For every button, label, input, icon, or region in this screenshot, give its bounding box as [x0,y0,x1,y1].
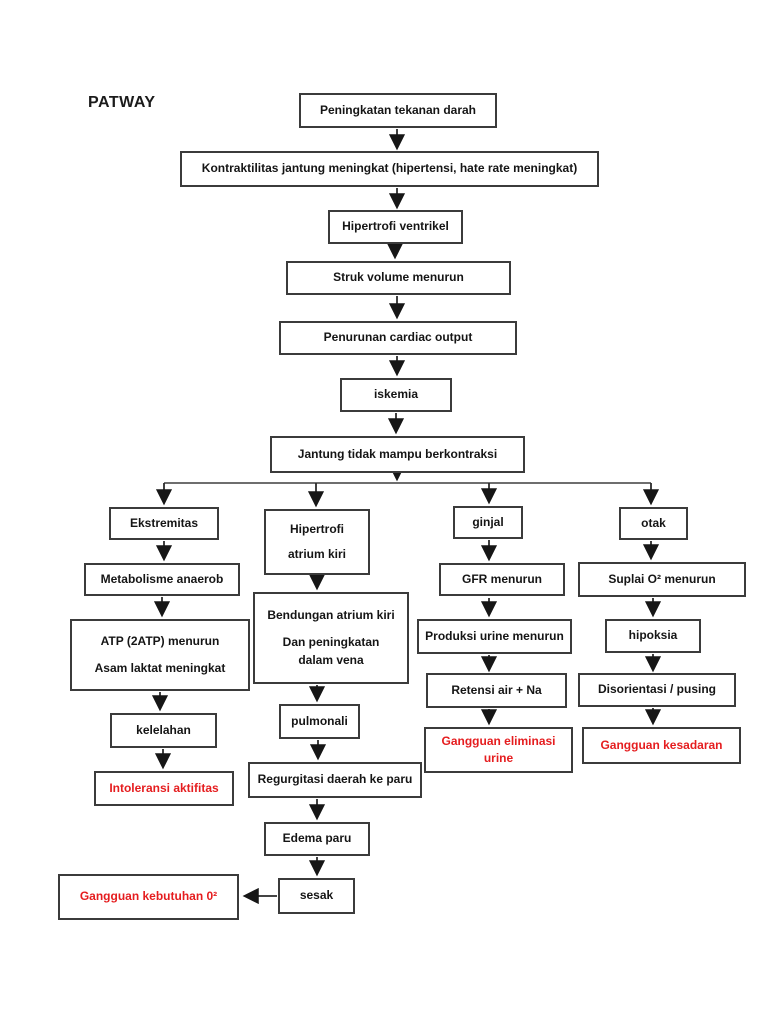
node-gangguan-kesadaran: Gangguan kesadaran [582,727,741,764]
node-gangguan-eliminasi-urine: Gangguan eliminasi urine [424,727,573,773]
node-label: pulmonali [291,713,348,728]
node-label: Jantung tidak mampu berkontraksi [297,446,498,461]
node-label: hipoksia [628,628,678,643]
node-hipertrofi-ventrikel: Hipertrofi ventrikel [328,210,463,244]
node-ekstremitas: Ekstremitas [109,507,219,540]
page-title: PATWAY [88,94,156,111]
node-label: Gangguan eliminasi [441,733,556,748]
node-peningkatan-tekanan-darah: Peningkatan tekanan darah [299,93,497,128]
node-label: Asam laktat meningkat [94,660,226,675]
node-regurgitasi-daerah-ke-paru: Regurgitasi daerah ke paru [248,762,422,798]
node-label: ginjal [472,514,504,529]
node-iskemia: iskemia [340,378,452,412]
node-penurunan-cardiac-output: Penurunan cardiac output [279,321,517,355]
node-produksi-urine-menurun: Produksi urine menurun [417,619,572,654]
node-pulmonali: pulmonali [279,704,360,739]
node-metabolisme-anaerob: Metabolisme anaerob [84,563,240,596]
node-jantung-tidak-mampu-berkontraksi: Jantung tidak mampu berkontraksi [270,436,525,473]
node-label: Edema paru [282,831,352,846]
node-label: Suplai O² menurun [608,571,716,586]
node-label: Produksi urine menurun [425,628,564,643]
node-label: Ekstremitas [129,515,199,530]
node-label: Struk volume menurun [333,270,464,285]
node-label: Metabolisme anaerob [100,571,224,586]
node-bendungan-atrium-kiri: Bendungan atrium kiri Dan peningkatan da… [253,592,409,684]
node-gangguan-kebutuhan-o2: Gangguan kebutuhan 0² [58,874,239,920]
node-label: Hipertrofi ventrikel [342,219,449,234]
node-label: Retensi air + Na [451,682,542,697]
node-label: iskemia [373,387,419,402]
node-struk-volume-menurun: Struk volume menurun [286,261,511,295]
node-gfr-menurun: GFR menurun [439,563,565,596]
node-suplai-o2-menurun: Suplai O² menurun [578,562,746,597]
node-otak: otak [619,507,688,540]
node-label: Intoleransi aktifitas [109,780,219,795]
node-kelelahan: kelelahan [110,713,217,748]
node-atp-menurun: ATP (2ATP) menurun Asam laktat meningkat [70,619,250,691]
node-intoleransi-aktifitas: Intoleransi aktifitas [94,771,234,806]
node-label: Kontraktilitas jantung meningkat (hipert… [201,161,578,176]
node-label: Hipertrofi [290,521,344,536]
node-hipertrofi-atrium-kiri: Hipertrofi atrium kiri [264,509,370,575]
node-hipoksia: hipoksia [605,619,701,653]
node-label: Disorientasi / pusing [597,682,717,697]
node-label: Penurunan cardiac output [323,330,473,345]
node-kontraktilitas-jantung: Kontraktilitas jantung meningkat (hipert… [180,151,599,187]
node-label: GFR menurun [462,571,542,586]
node-retensi-air-na: Retensi air + Na [426,673,567,708]
node-label: Gangguan kebutuhan 0² [79,889,218,904]
node-label: sesak [299,888,334,903]
node-label: Regurgitasi daerah ke paru [257,772,413,787]
node-label: ATP (2ATP) menurun [100,633,220,648]
node-ginjal: ginjal [453,506,523,539]
node-sesak: sesak [278,878,355,914]
node-label: dalam vena [298,652,364,667]
node-label: urine [483,751,514,765]
node-label: Gangguan kesadaran [600,737,723,752]
node-disorientasi-pusing: Disorientasi / pusing [578,673,736,707]
node-label: Bendungan atrium kiri [267,607,395,622]
node-label: Peningkatan tekanan darah [319,102,477,117]
node-label: Dan peningkatan [282,635,380,650]
node-label: atrium kiri [287,546,347,561]
node-label: kelelahan [136,722,191,737]
node-label: otak [641,515,666,530]
node-edema-paru: Edema paru [264,822,370,856]
